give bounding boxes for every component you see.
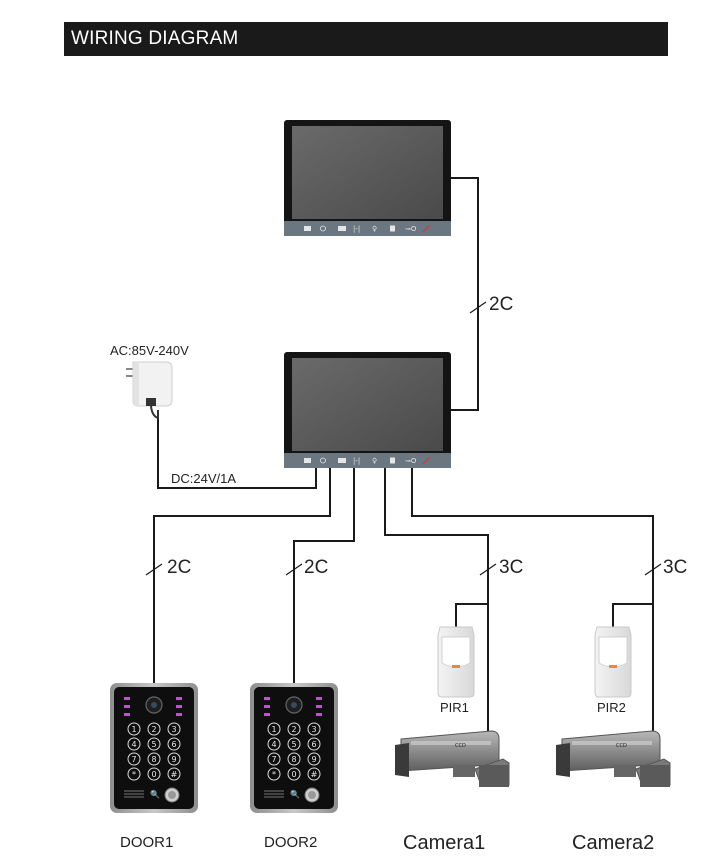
wires bbox=[153, 177, 654, 740]
svg-text:7: 7 bbox=[271, 755, 276, 764]
wire-camera1 bbox=[384, 466, 489, 740]
keypad-key: 9 bbox=[167, 752, 181, 766]
pir1-label: PIR1 bbox=[440, 700, 469, 715]
svg-text:6: 6 bbox=[311, 740, 316, 749]
camera-2: CCD bbox=[556, 730, 671, 787]
cable-label-door1: 2C bbox=[167, 557, 191, 578]
wire-power bbox=[157, 410, 317, 489]
svg-text:5: 5 bbox=[151, 740, 156, 749]
keypad-key: 4 bbox=[267, 737, 281, 751]
svg-text:0: 0 bbox=[151, 770, 156, 779]
keypad-key: 5 bbox=[147, 737, 161, 751]
keypad-key: 0 bbox=[147, 767, 161, 781]
svg-text:♀: ♀ bbox=[372, 225, 377, 233]
keypad-key: * bbox=[127, 767, 141, 781]
keypad-key: 6 bbox=[307, 737, 321, 751]
wire-door2 bbox=[293, 466, 355, 684]
wire-pir2 bbox=[612, 603, 653, 628]
keypad-key: 1 bbox=[267, 722, 281, 736]
camera1-label: Camera1 bbox=[403, 832, 485, 854]
keypad-key: 7 bbox=[267, 752, 281, 766]
cable-mark-camera1 bbox=[479, 563, 497, 576]
keypad-key: 6 bbox=[167, 737, 181, 751]
keypad-key: * bbox=[267, 767, 281, 781]
keypad-key: 3 bbox=[307, 722, 321, 736]
keypad-key: 0 bbox=[287, 767, 301, 781]
svg-text:8: 8 bbox=[151, 755, 156, 764]
svg-text:⊸O: ⊸O bbox=[405, 225, 417, 233]
camera2-label: Camera2 bbox=[572, 832, 654, 854]
camera-1: CCD bbox=[395, 730, 510, 787]
cable-label-camera2: 3C bbox=[663, 557, 687, 578]
door2-label: DOOR2 bbox=[264, 834, 317, 851]
dc-output-label: DC:24V/1A bbox=[171, 471, 236, 486]
keypad-key: 3 bbox=[167, 722, 181, 736]
power-adapter-icon bbox=[126, 361, 173, 420]
keypad-key: # bbox=[307, 767, 321, 781]
monitor-upper: |-| ♀ ⊸O bbox=[284, 120, 451, 236]
ac-input-label: AC:85V-240V bbox=[110, 343, 189, 358]
svg-text:⊸O: ⊸O bbox=[405, 457, 417, 465]
keypad-key: 7 bbox=[127, 752, 141, 766]
door-station-2: 1 2 3 4 5 6 7 8 9 * 0 # 🔍 bbox=[250, 683, 338, 813]
pir-sensor-1 bbox=[437, 626, 475, 698]
svg-text:0: 0 bbox=[291, 770, 296, 779]
cable-mark-door1 bbox=[145, 563, 163, 576]
keypad-key: 5 bbox=[287, 737, 301, 751]
svg-text:*: * bbox=[272, 770, 276, 779]
svg-text:8: 8 bbox=[291, 755, 296, 764]
monitor-main: |-| ♀ ⊸O bbox=[284, 352, 451, 468]
svg-text:6: 6 bbox=[171, 740, 176, 749]
wire-door1 bbox=[153, 466, 331, 684]
svg-text:1: 1 bbox=[131, 725, 136, 734]
svg-text:5: 5 bbox=[291, 740, 296, 749]
cable-mark-door2 bbox=[285, 563, 303, 576]
svg-text:9: 9 bbox=[171, 755, 176, 764]
pir-sensor-2 bbox=[594, 626, 632, 698]
cable-mark-camera2 bbox=[644, 563, 662, 576]
svg-text:🔍: 🔍 bbox=[290, 789, 300, 799]
svg-text:2: 2 bbox=[291, 725, 296, 734]
svg-text:4: 4 bbox=[271, 740, 276, 749]
svg-text:*: * bbox=[132, 770, 136, 779]
cable-marks bbox=[145, 301, 662, 576]
svg-text:3: 3 bbox=[311, 725, 316, 734]
svg-text:9: 9 bbox=[311, 755, 316, 764]
svg-text:4: 4 bbox=[131, 740, 136, 749]
keypad-key: 8 bbox=[147, 752, 161, 766]
wire-monitor-link bbox=[450, 177, 479, 411]
svg-text:|-|: |-| bbox=[353, 225, 360, 233]
svg-text:1: 1 bbox=[271, 725, 276, 734]
cable-label-monitors: 2C bbox=[489, 294, 513, 315]
keypad-key: 4 bbox=[127, 737, 141, 751]
svg-text:🔍: 🔍 bbox=[150, 789, 160, 799]
keypad-key: 9 bbox=[307, 752, 321, 766]
cable-label-door2: 2C bbox=[304, 557, 328, 578]
pir2-label: PIR2 bbox=[597, 700, 626, 715]
page-title: WIRING DIAGRAM bbox=[71, 28, 239, 49]
svg-text:2: 2 bbox=[151, 725, 156, 734]
wire-pir1 bbox=[455, 603, 488, 628]
keypad-key: 2 bbox=[147, 722, 161, 736]
keypad-key: 2 bbox=[287, 722, 301, 736]
keypad-key: 1 bbox=[127, 722, 141, 736]
wire-camera2 bbox=[411, 466, 654, 740]
svg-text:7: 7 bbox=[131, 755, 136, 764]
cable-label-camera1: 3C bbox=[499, 557, 523, 578]
svg-text:♀: ♀ bbox=[372, 457, 377, 465]
svg-text:#: # bbox=[171, 770, 178, 779]
svg-text:#: # bbox=[311, 770, 318, 779]
svg-text:CCD: CCD bbox=[616, 743, 627, 749]
title-bar: WIRING DIAGRAM bbox=[64, 22, 668, 56]
door-station-1: 1 2 3 4 5 6 7 8 9 * 0 # 🔍 bbox=[110, 683, 198, 813]
svg-text:|-|: |-| bbox=[353, 457, 360, 465]
svg-text:3: 3 bbox=[171, 725, 176, 734]
keypad-key: # bbox=[167, 767, 181, 781]
door1-label: DOOR1 bbox=[120, 834, 173, 851]
keypad-key: 8 bbox=[287, 752, 301, 766]
cable-mark-monitors bbox=[469, 301, 487, 314]
svg-text:CCD: CCD bbox=[455, 743, 466, 749]
